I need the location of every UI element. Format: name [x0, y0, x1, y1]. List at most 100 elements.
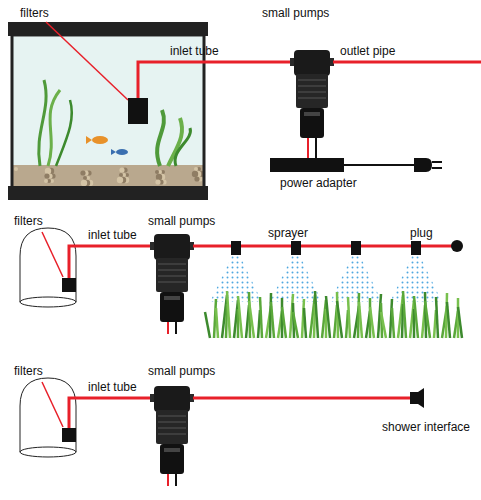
aquarium — [8, 186, 208, 200]
water-spray — [210, 256, 262, 302]
aquarium — [11, 36, 14, 186]
leader-line — [42, 232, 63, 277]
aquarium — [111, 149, 116, 155]
grass-blade — [270, 293, 271, 338]
illustration — [432, 161, 442, 163]
shower-interface — [410, 388, 424, 408]
leader-line — [42, 382, 63, 427]
gravel-stone — [45, 168, 51, 174]
water-spray — [390, 256, 442, 302]
gravel-stone — [80, 170, 85, 175]
gravel-stone — [44, 179, 48, 183]
cable — [344, 164, 414, 166]
aquarium — [8, 22, 208, 36]
grass-blade — [238, 296, 242, 338]
outlet-pipe — [333, 61, 481, 64]
pump — [150, 234, 194, 334]
sprayer-tee — [231, 241, 241, 255]
pump — [290, 50, 334, 150]
grass-blade — [271, 302, 274, 338]
aquarium — [92, 136, 108, 144]
filter — [62, 428, 76, 442]
illustration — [432, 167, 442, 169]
gravel-stone — [119, 167, 124, 172]
part-label: filters — [14, 214, 43, 228]
part-label: sprayer — [268, 226, 308, 240]
outlet-pipe — [193, 397, 412, 400]
inlet-tube — [138, 62, 291, 98]
grass-blade — [398, 295, 403, 338]
end-plug — [451, 240, 463, 252]
grass-blade — [359, 302, 362, 338]
grass-blade — [205, 312, 210, 338]
grass-blade — [414, 296, 418, 338]
leader-line — [46, 22, 128, 100]
part-label: small pumps — [148, 364, 215, 378]
inlet-tube — [69, 246, 151, 278]
sprayer-tee — [411, 241, 421, 255]
grass-blade — [227, 291, 230, 338]
grass-blade — [282, 307, 286, 338]
grass-blade — [304, 308, 306, 338]
illustration — [20, 297, 76, 307]
grass-blade — [310, 295, 315, 338]
part-label: small pumps — [262, 6, 329, 20]
grass-blade — [293, 312, 298, 338]
grass-blade — [315, 291, 318, 338]
grass-blade — [446, 293, 447, 338]
aquarium — [12, 36, 204, 186]
gravel-stone — [81, 180, 87, 186]
illustration — [205, 291, 462, 338]
sprayer-tee — [351, 241, 361, 255]
aquarium — [14, 167, 204, 186]
gravel-stone — [155, 170, 159, 174]
sprayer-tee — [291, 241, 301, 255]
gravel-stone — [194, 167, 198, 171]
gravel-stone — [119, 173, 123, 177]
grass-blade — [370, 307, 374, 338]
gravel-stone — [156, 174, 162, 180]
power-plug — [414, 158, 432, 172]
filter — [128, 98, 148, 124]
part-label: plug — [410, 226, 433, 240]
grass-blade — [326, 296, 330, 338]
gravel-stone — [155, 179, 160, 184]
grass-blade — [249, 301, 254, 338]
grass-blade — [337, 301, 342, 338]
grass-blade — [458, 307, 462, 338]
grass-blade — [403, 291, 406, 338]
grass-blade — [410, 300, 414, 338]
gravel-stone — [192, 171, 198, 177]
illustration — [210, 256, 442, 302]
gravel-stone — [14, 167, 18, 171]
filter — [62, 278, 76, 292]
aquarium — [39, 80, 46, 166]
grass-blade — [436, 297, 438, 338]
part-label: filters — [20, 6, 49, 20]
grass-blade — [348, 297, 350, 338]
part-label: inlet tube — [170, 44, 219, 58]
aquarium — [48, 90, 60, 166]
gravel-stone — [83, 176, 87, 180]
grass-blade — [260, 297, 262, 338]
aquarium — [12, 165, 204, 186]
grass-blade — [402, 304, 403, 338]
grass-blade — [358, 293, 359, 338]
part-label: inlet tube — [88, 380, 137, 394]
gravel-stone — [44, 173, 49, 178]
inlet-tube — [69, 398, 151, 428]
aquarium — [56, 100, 72, 166]
gravel-stone — [117, 177, 123, 183]
grass-blade — [381, 312, 386, 338]
aquarium — [86, 136, 92, 144]
grass-blade — [216, 308, 218, 338]
grass-blade — [447, 302, 450, 338]
grass-blade — [222, 295, 227, 338]
wire — [315, 150, 317, 158]
grass-blade — [425, 301, 430, 338]
aquarium — [175, 128, 190, 166]
part-label: small pumps — [148, 214, 215, 228]
aquarium — [203, 36, 206, 186]
aquarium — [157, 110, 164, 166]
